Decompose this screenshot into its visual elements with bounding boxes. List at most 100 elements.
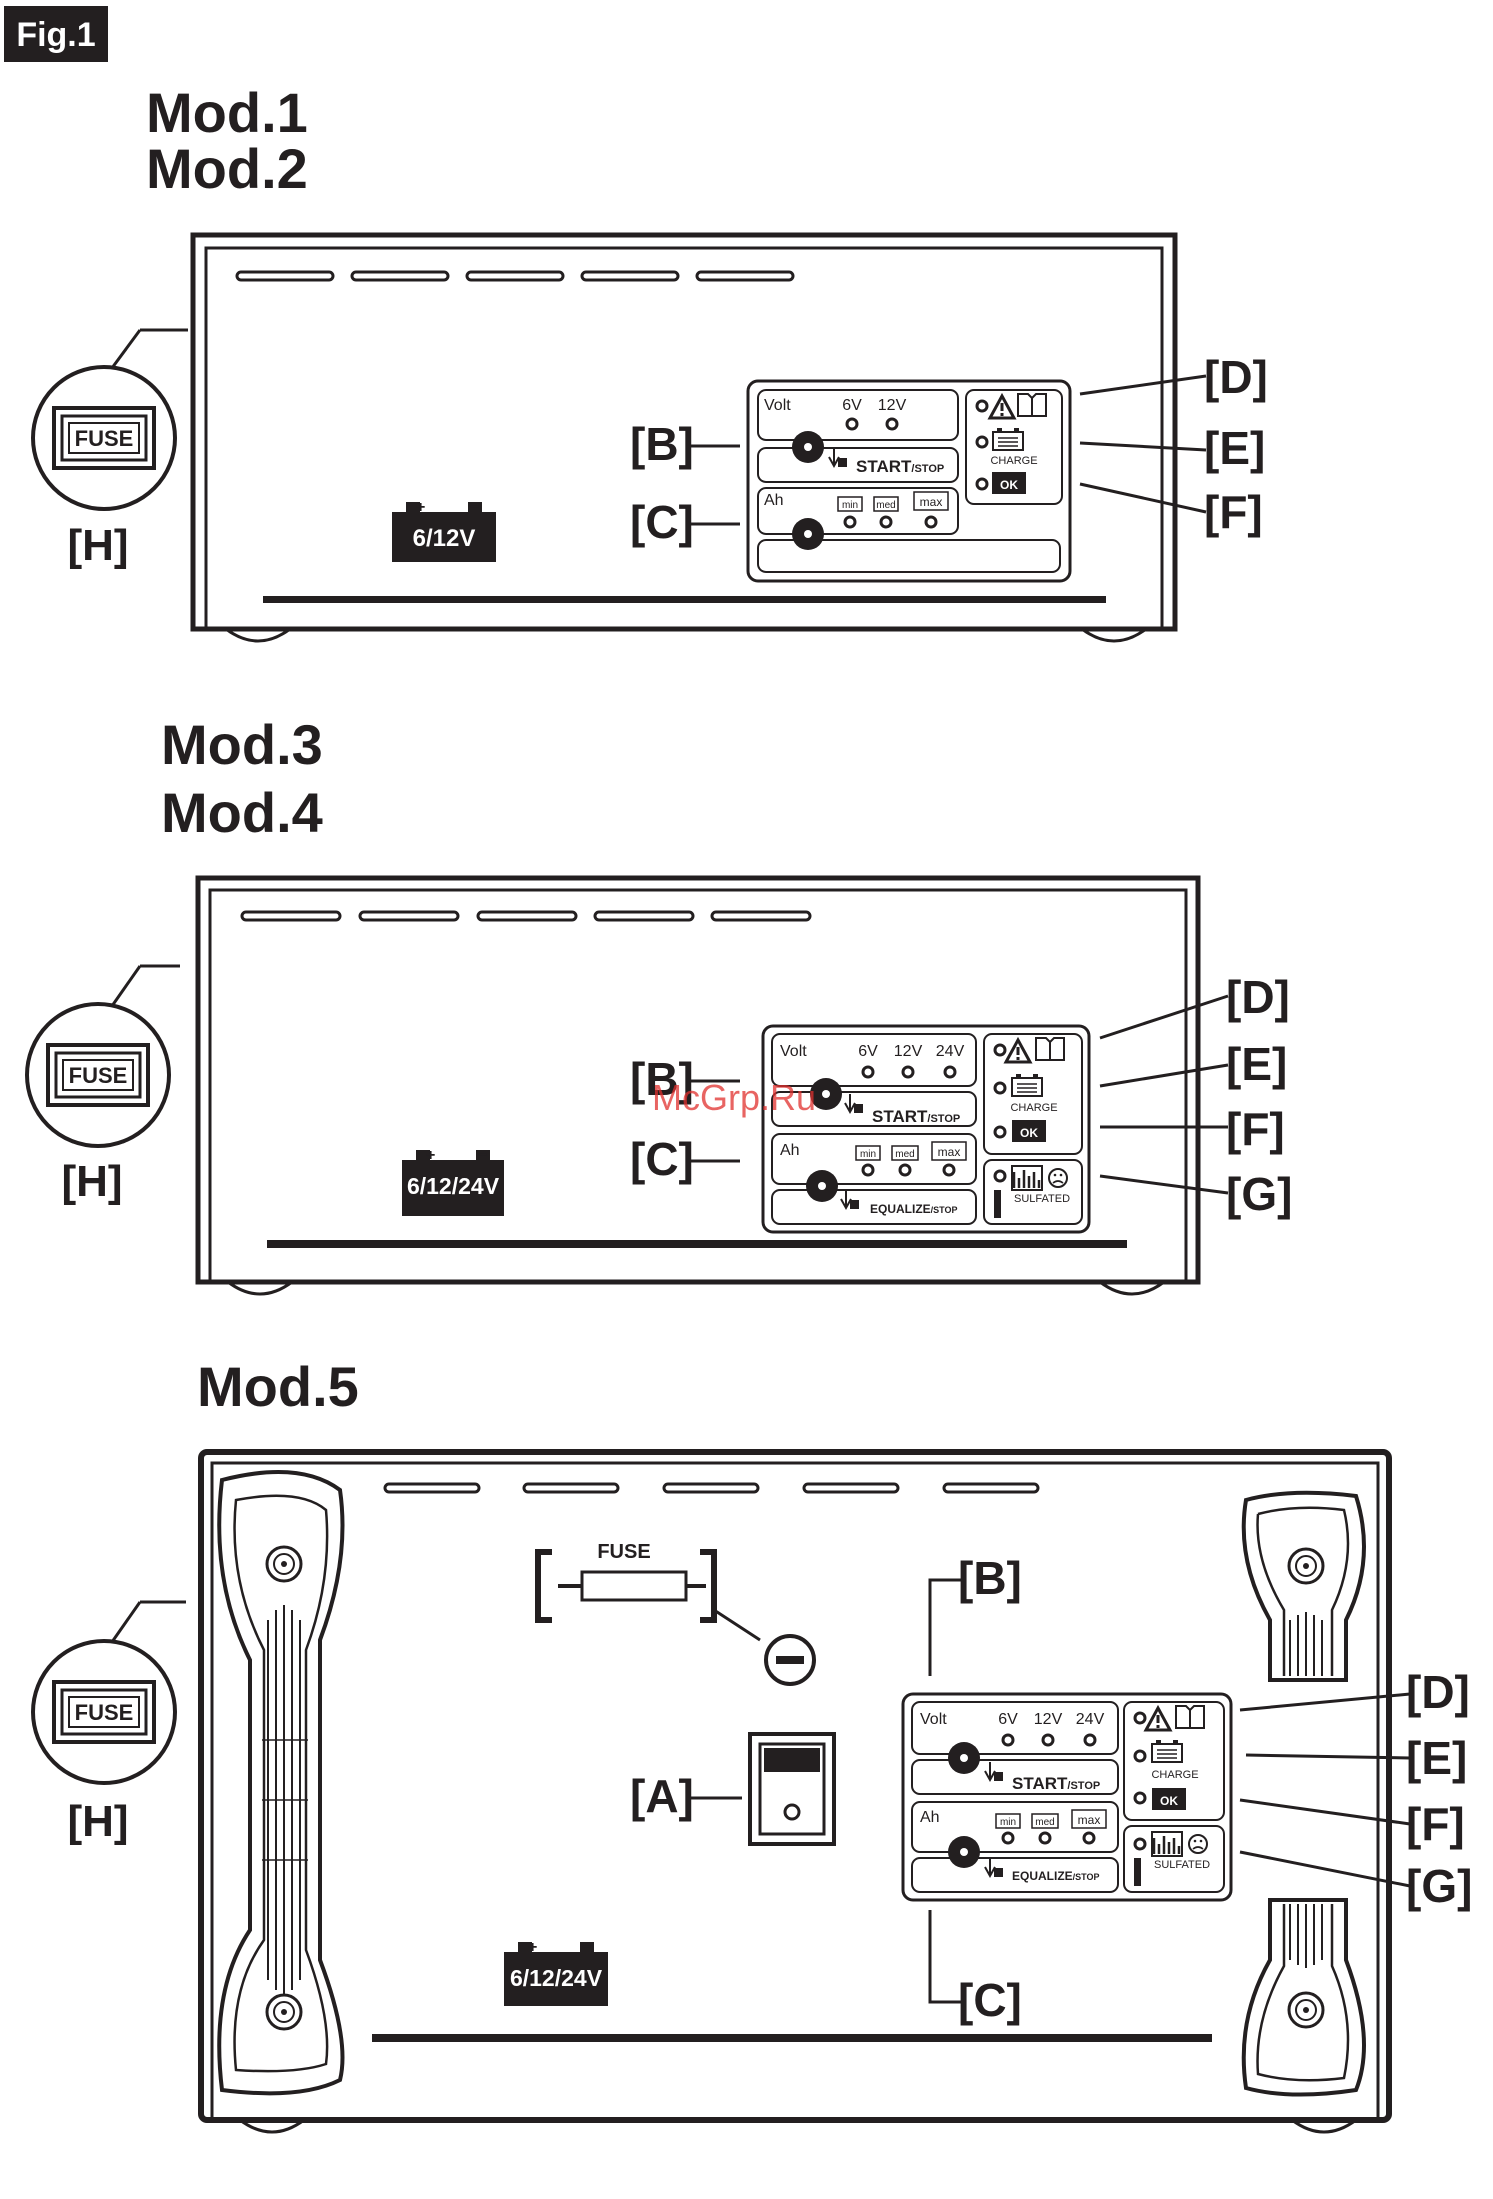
svg-text:+: + [426, 1147, 435, 1164]
start-stop-label: START/STOP [856, 457, 944, 476]
control-panel-mod5: Volt 6V 12V 24V START/STOP Ah min med ma… [901, 1692, 1233, 1902]
panel-12v-label: 12V [894, 1043, 923, 1060]
figure-label: Fig.1 [16, 16, 95, 54]
panel-max-label: max [920, 495, 943, 509]
start-stop-label: START/STOP [1012, 1774, 1100, 1793]
label-d: [D] [1226, 971, 1290, 1023]
section-mod34-title-line1: Mod.3 [161, 713, 323, 776]
ah-knob [948, 1836, 980, 1868]
label-g: [G] [1226, 1168, 1292, 1220]
label-f: [F] [1406, 1798, 1465, 1850]
panel-12v-label: 12V [878, 397, 907, 414]
voltage-knob [948, 1742, 980, 1774]
section-mod5-title: Mod.5 [197, 1355, 359, 1418]
label-e: [E] [1226, 1038, 1287, 1090]
panel-ok-label: OK [1160, 1794, 1178, 1808]
voltage-knob [792, 431, 824, 463]
panel-sulfated-label: SULFATED [1014, 1193, 1070, 1205]
battery-icon: + − [402, 1147, 504, 1216]
label-c: [C] [630, 496, 694, 548]
battery-voltage-label: 6/12/24V [407, 1173, 500, 1199]
control-panel-mod34: Volt 6V 12V 24V START/STOP Ah min med ma… [761, 1024, 1091, 1234]
panel-24v-label: 24V [936, 1043, 965, 1060]
panel-6v-label: 6V [998, 1711, 1018, 1728]
label-e: [E] [1406, 1732, 1467, 1784]
figure-label-box [4, 6, 108, 62]
label-h: [H] [67, 1797, 128, 1846]
panel-med-label: med [895, 1149, 914, 1160]
section-mod5: Mod.5 [31, 1355, 1472, 2134]
label-b: [B] [630, 1053, 694, 1105]
charger-body-mod5 [198, 1449, 1392, 2134]
panel-min-label: min [1000, 1817, 1016, 1828]
panel-med-label: med [1035, 1817, 1054, 1828]
panel-charge-label: CHARGE [1010, 1102, 1057, 1114]
fuse-icon-text: FUSE [75, 426, 134, 451]
section-mod12: Mod.1 Mod.2 + − 6/12V FUSE [H] [31, 81, 1268, 643]
panel-volt-label: Volt [764, 397, 791, 414]
fuse-icon-text: FUSE [69, 1063, 128, 1088]
watermark: McGrp.Ru [652, 1077, 816, 1118]
label-g: [G] [1406, 1860, 1472, 1912]
section-mod12-title-line2: Mod.2 [146, 137, 308, 200]
right-handle-top [1241, 1490, 1366, 1682]
label-d: [D] [1406, 1666, 1470, 1718]
panel-6v-label: 6V [858, 1043, 878, 1060]
panel-ok-label: OK [1020, 1126, 1038, 1140]
battery-voltage-label: 6/12/24V [510, 1965, 603, 1991]
label-h: [H] [61, 1157, 122, 1206]
label-a: [A] [630, 1770, 694, 1822]
panel-ah-label: Ah [764, 492, 784, 509]
panel-24v-label: 24V [1076, 1711, 1105, 1728]
fuse-holder-label: FUSE [597, 1541, 650, 1563]
control-panel-mod12: Volt 6V 12V START/STOP Ah min med max CH… [746, 379, 1072, 583]
section-mod34: Mod.3 Mod.4 + − 6/12/24V FUSE [H] [25, 713, 1292, 1296]
battery-voltage-label: 6/12V [413, 525, 476, 552]
svg-text:+: + [416, 499, 425, 516]
svg-text:−: − [470, 499, 479, 516]
label-h: [H] [67, 521, 128, 570]
battery-icon: + − [504, 1939, 608, 2006]
label-f: [F] [1226, 1103, 1285, 1155]
panel-charge-label: CHARGE [1151, 1769, 1198, 1781]
fuse-holder: FUSE [535, 1541, 816, 1686]
svg-text:−: − [582, 1939, 591, 1956]
left-handle [217, 1470, 345, 2096]
section-mod34-title-line2: Mod.4 [161, 781, 323, 844]
section-mod12-title-line1: Mod.1 [146, 81, 308, 144]
label-c: [C] [630, 1133, 694, 1185]
panel-volt-label: Volt [780, 1043, 807, 1060]
panel-12v-label: 12V [1034, 1711, 1063, 1728]
panel-sulfated-label: SULFATED [1154, 1859, 1210, 1871]
power-switch [748, 1732, 836, 1846]
panel-med-label: med [876, 500, 895, 511]
svg-text:+: + [528, 1939, 537, 1956]
panel-min-label: min [860, 1149, 876, 1160]
fuse-icon-text: FUSE [75, 1700, 134, 1725]
panel-max-label: max [938, 1145, 961, 1159]
panel-volt-label: Volt [920, 1711, 947, 1728]
panel-charge-label: CHARGE [990, 455, 1037, 467]
panel-min-label: min [842, 500, 858, 511]
equalize-stop-label: EQUALIZE/STOP [1012, 1869, 1100, 1883]
right-handle-bottom [1241, 1898, 1366, 2097]
panel-6v-label: 6V [842, 397, 862, 414]
label-b: [B] [630, 418, 694, 470]
equalize-stop-label: EQUALIZE/STOP [870, 1202, 958, 1216]
label-e: [E] [1204, 422, 1265, 474]
panel-max-label: max [1078, 1813, 1101, 1827]
label-f: [F] [1204, 486, 1263, 538]
svg-text:−: − [478, 1147, 487, 1164]
ah-knob [792, 518, 824, 550]
battery-icon: + − [392, 499, 496, 562]
label-d: [D] [1204, 351, 1268, 403]
label-b: [B] [958, 1552, 1022, 1604]
start-stop-label: START/STOP [872, 1107, 960, 1126]
charger-body-mod12 [190, 232, 1178, 643]
charger-body-mod34 [195, 875, 1201, 1296]
panel-ok-label: OK [1000, 478, 1018, 492]
panel-ah-label: Ah [920, 1809, 940, 1826]
label-c: [C] [958, 1974, 1022, 2026]
ah-knob [806, 1170, 838, 1202]
